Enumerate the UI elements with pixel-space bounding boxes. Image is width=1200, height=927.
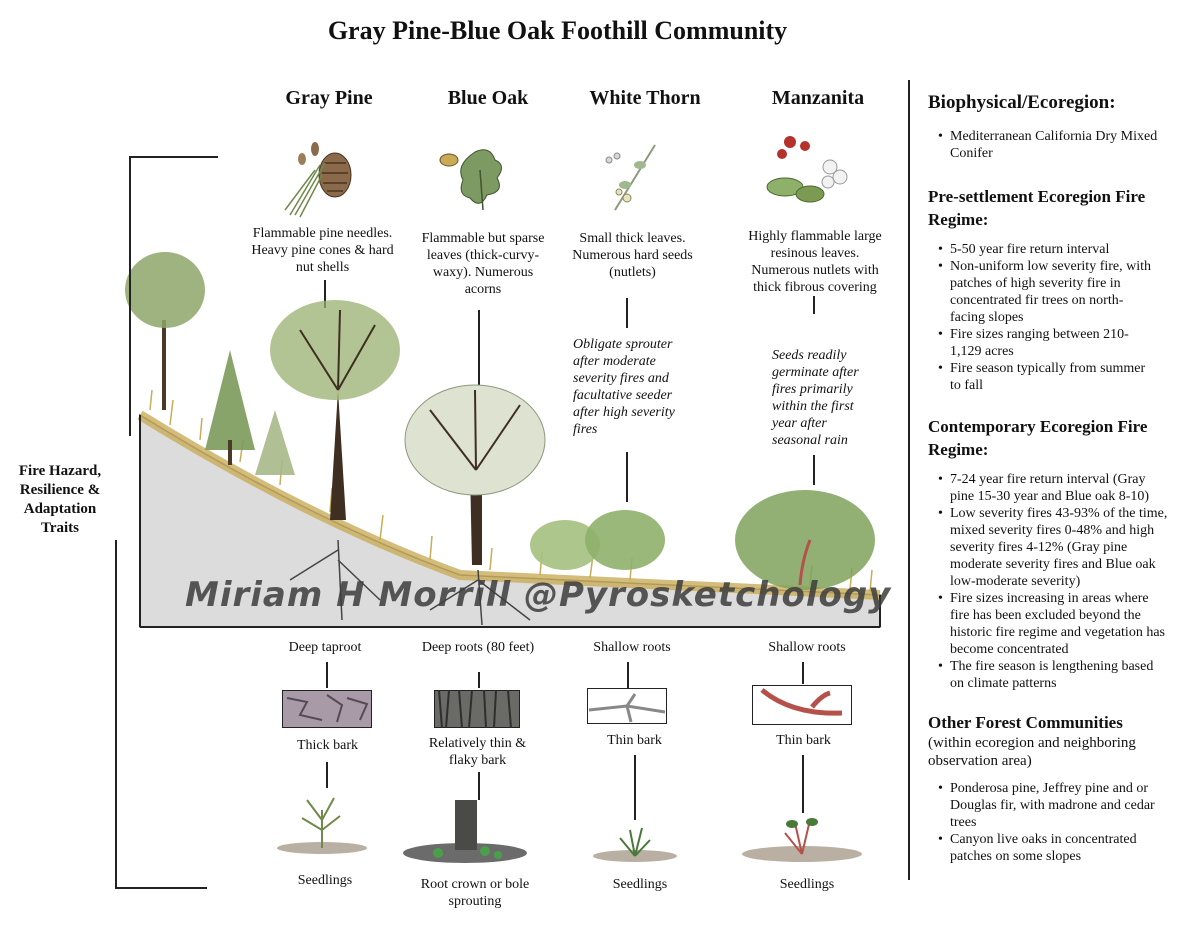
connector-line <box>802 755 804 813</box>
manzanita-seedling-icon <box>742 818 862 862</box>
gray-pine-heading: Gray Pine <box>285 87 373 109</box>
connector-line <box>626 298 628 328</box>
other-communities-heading: Other Forest Communities <box>928 713 1123 732</box>
contemporary-heading: Contemporary Ecoregion Fire Regime: <box>928 417 1148 459</box>
gray-pine-bark-swatch <box>282 690 372 728</box>
blue-oak-heading: Blue Oak <box>447 87 529 109</box>
bracket-top <box>130 156 218 158</box>
watermark: Miriam H Morrill @Pyrosketchology <box>185 575 892 615</box>
connector-line <box>478 672 480 688</box>
manzanita-bark: Thin bark <box>776 733 831 748</box>
manzanita-flower-icon <box>766 136 848 203</box>
connector-line <box>802 662 804 684</box>
panel-divider <box>908 80 910 880</box>
oak-leaf-icon <box>439 149 502 211</box>
other-communities-list: Ponderosa pine, Jeffrey pine and or Doug… <box>928 780 1173 865</box>
list-item: Fire sizes increasing in areas where fir… <box>938 590 1170 658</box>
white-thorn-fire-response: Obligate sprouter after moderate severit… <box>573 337 675 437</box>
other-communities-section: Other Forest Communities (within ecoregi… <box>928 712 1173 865</box>
blue-oak-bark-swatch <box>434 690 520 728</box>
connector-line <box>813 296 815 314</box>
gray-pine-regeneration: Seedlings <box>297 873 353 888</box>
bracket-bottom <box>115 887 207 889</box>
white-thorn-sprig-icon <box>605 144 656 211</box>
contemporary-section: Contemporary Ecoregion Fire Regime: 7-24… <box>928 415 1170 692</box>
presettlement-heading: Pre-settlement Ecoregion Fire Regime: <box>928 187 1146 229</box>
connector-line <box>813 455 815 485</box>
side-label: Fire Hazard, Resilience & Adaptation Tra… <box>18 463 102 536</box>
gray-pine-roots: Deep taproot <box>288 640 362 655</box>
page-title: Gray Pine-Blue Oak Foothill Community <box>327 16 788 45</box>
connector-line <box>627 662 629 688</box>
manzanita-regeneration: Seedlings <box>779 877 835 892</box>
connector-line <box>326 762 328 788</box>
blue-oak-regeneration: Root crown or bole sprouting <box>420 877 530 909</box>
white-thorn-traits: Small thick leaves. Numerous hard seeds … <box>572 231 693 280</box>
manzanita-roots: Shallow roots <box>768 640 846 655</box>
manzanita-heading: Manzanita <box>771 87 865 109</box>
white-thorn-heading: White Thorn <box>589 87 701 109</box>
oak-root-crown-icon <box>403 800 527 863</box>
blue-oak-traits: Flammable but sparse leaves (thick-curvy… <box>421 231 545 297</box>
list-item: The fire season is lengthening based on … <box>938 658 1170 692</box>
list-item: Low severity fires 43-93% of the time, m… <box>938 505 1170 590</box>
manzanita-bark-swatch <box>752 685 852 725</box>
presettlement-section: Pre-settlement Ecoregion Fire Regime: 5-… <box>928 185 1158 394</box>
pine-cone-icon <box>284 142 352 218</box>
biophysical-heading: Biophysical/Ecoregion: <box>928 92 1116 113</box>
white-thorn-bark-swatch <box>587 688 667 724</box>
presettlement-list: 5-50 year fire return interval Non-unifo… <box>928 241 1158 394</box>
connector-line <box>626 452 628 502</box>
list-item: Ponderosa pine, Jeffrey pine and or Doug… <box>938 780 1173 831</box>
list-item: 5-50 year fire return interval <box>938 241 1158 258</box>
biophysical-list: Mediterranean California Dry Mixed Conif… <box>928 128 1188 162</box>
connector-line <box>634 755 636 820</box>
list-item: Canyon live oaks in concentrated patches… <box>938 831 1173 865</box>
connector-line <box>326 662 328 688</box>
contemporary-list: 7-24 year fire return interval (Gray pin… <box>928 471 1170 692</box>
blue-oak-roots: Deep roots (80 feet) <box>421 640 535 655</box>
manzanita-traits: Highly flammable large resinous leaves. … <box>748 229 882 295</box>
biophysical-section: Biophysical/Ecoregion: Mediterranean Cal… <box>928 92 1188 162</box>
landscape-illustration <box>125 252 881 628</box>
white-thorn-regeneration: Seedlings <box>612 877 668 892</box>
list-item: 7-24 year fire return interval (Gray pin… <box>938 471 1170 505</box>
list-item: Mediterranean California Dry Mixed Conif… <box>938 128 1188 162</box>
white-thorn-bark: Thin bark <box>607 733 662 748</box>
gray-pine-traits: Flammable pine needles. Heavy pine cones… <box>251 226 394 275</box>
list-item: Fire sizes ranging between 210-1,129 acr… <box>938 326 1158 360</box>
blue-oak-bark: Relatively thin & flaky bark <box>428 736 527 768</box>
connector-line <box>478 310 480 388</box>
white-thorn-roots: Shallow roots <box>593 640 671 655</box>
gray-pine-bark: Thick bark <box>296 738 359 753</box>
bracket-lower <box>115 540 117 888</box>
list-item: Fire season typically from summer to fal… <box>938 360 1158 394</box>
other-communities-subheading: (within ecoregion and neighboring observ… <box>928 735 1136 769</box>
list-item: Non-uniform low severity fire, with patc… <box>938 258 1158 326</box>
connector-line <box>324 280 326 308</box>
connector-line <box>478 772 480 800</box>
white-thorn-seedling-icon <box>593 827 677 862</box>
manzanita-fire-response: Seeds readily germinate after fires prim… <box>772 348 859 448</box>
pine-seedling-icon <box>277 797 367 854</box>
bracket-upper <box>129 156 131 436</box>
